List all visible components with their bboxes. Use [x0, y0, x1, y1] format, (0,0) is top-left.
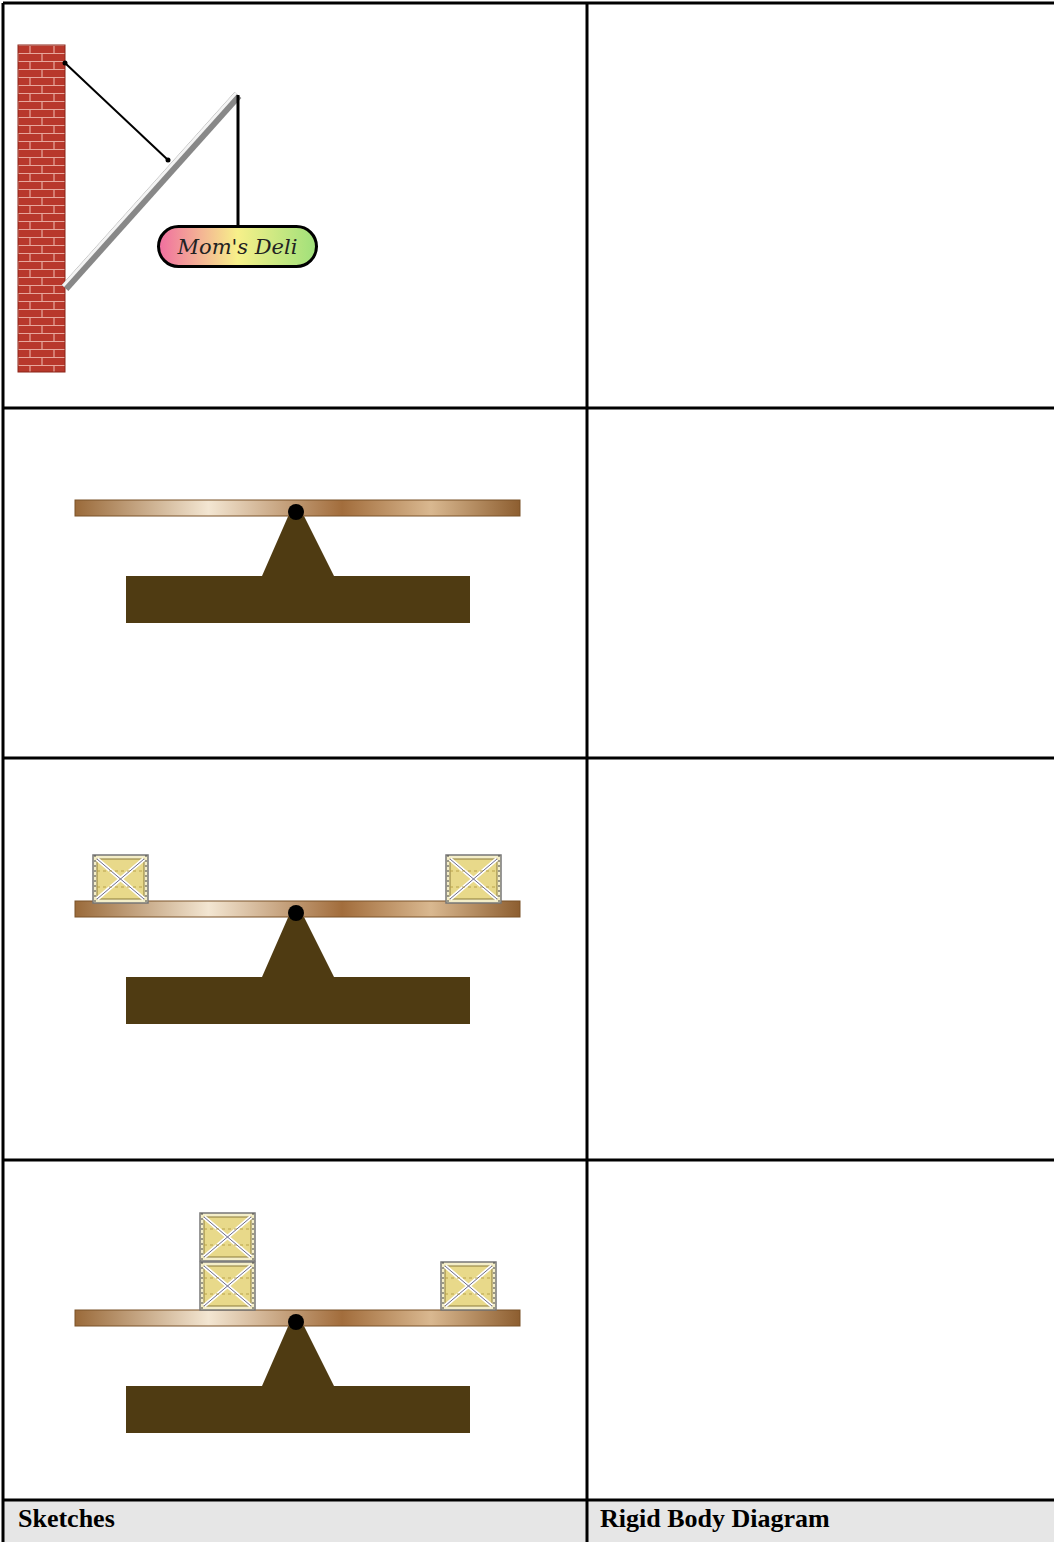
sign-text: Mom's Deli [170, 235, 306, 259]
sign-board: Mom's Deli [157, 225, 318, 268]
column-header: Rigid Body Diagram [600, 1504, 830, 1534]
column-header: Sketches [18, 1504, 115, 1534]
